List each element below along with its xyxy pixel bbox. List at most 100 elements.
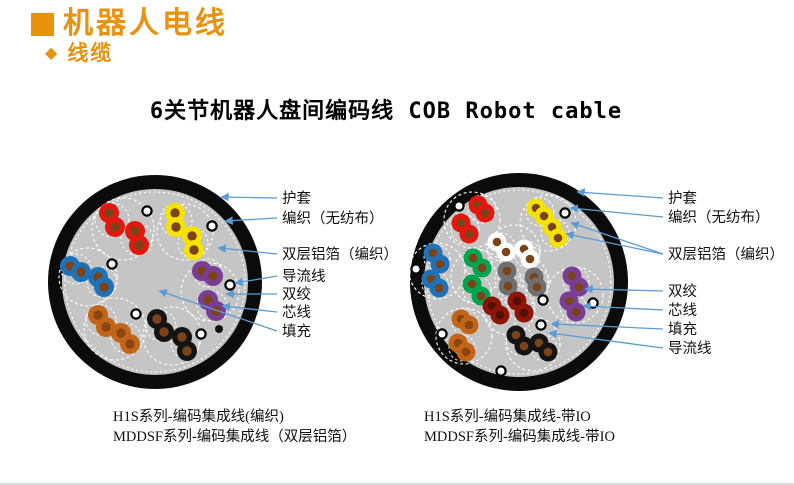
wire-core [134, 240, 144, 250]
right-cable-caption: H1S系列-编码集成线-带IO MDDSF系列-编码集成线-带IO [424, 407, 615, 447]
wire-core [512, 296, 522, 306]
wire-core [435, 259, 445, 269]
twisted-pair-circle [110, 322, 142, 354]
twisted-pair-circle [94, 202, 130, 238]
wire-core [76, 267, 86, 277]
wire-core [501, 247, 511, 257]
wire-core [477, 263, 487, 273]
wire-core [571, 307, 581, 317]
wire-core [511, 330, 521, 340]
label-arrow [576, 188, 664, 199]
drain-wire [453, 200, 465, 212]
twisted-pair-circle [86, 266, 118, 298]
drain-wire [537, 294, 549, 306]
label-arrow [565, 231, 664, 255]
wire-core [101, 322, 111, 332]
square-bullet-icon [31, 12, 54, 36]
wire-core [464, 320, 474, 330]
wire-core [99, 282, 109, 292]
twisted-pair-circle [159, 203, 193, 237]
label-arrow [550, 320, 664, 330]
part-label: 双层铝箔（编织） [668, 247, 784, 264]
wire-core [171, 222, 181, 232]
wire-core [547, 222, 557, 232]
part-label: 双绞 [668, 284, 697, 301]
wire-core [116, 328, 126, 338]
caption-line: MDDSF系列-编码集成线-带IO [424, 429, 615, 445]
label-arrow [584, 284, 664, 294]
wire-core [467, 279, 477, 289]
label-arrow [221, 302, 278, 313]
drain-wire [535, 319, 547, 331]
part-label: 编织（无纺布） [668, 210, 770, 227]
wire-core [492, 237, 502, 247]
wire-core [564, 296, 574, 306]
wire-core [93, 310, 103, 320]
wire-core [553, 233, 563, 243]
page-header: 机器人电线 [31, 9, 228, 39]
right-cable-diagram [408, 173, 628, 391]
wire-core [534, 338, 544, 348]
drain-wire [195, 328, 207, 340]
wire-core [468, 253, 478, 263]
wire-core [189, 245, 199, 255]
wire-core [152, 314, 162, 324]
wire-core [187, 231, 197, 241]
part-label: 填充 [282, 324, 311, 341]
wire-group-circle [435, 307, 493, 365]
diamond-bullet-icon: ◆ [45, 44, 58, 62]
part-label: 导流线 [282, 269, 326, 286]
wire-core [434, 283, 444, 293]
wire-group-circle [83, 297, 147, 361]
label-arrow [234, 275, 278, 287]
part-label: 导流线 [668, 341, 712, 358]
part-label: 护套 [668, 191, 697, 208]
wire-core [567, 271, 577, 281]
part-label: 芯线 [282, 305, 311, 322]
wire-core [519, 308, 529, 318]
label-arrow [217, 244, 278, 255]
wire-core [170, 208, 180, 218]
wire-group-circle [91, 197, 155, 261]
figure-title: 6关节机器人盘间编码线 COB Robot cable [149, 99, 623, 124]
part-label: 编织（无纺布） [282, 211, 384, 228]
label-arrow [224, 216, 278, 225]
wire-core [502, 266, 512, 276]
twisted-pair-circle [525, 197, 555, 227]
wire-core [208, 271, 218, 281]
page-title: 机器人电线 [63, 7, 228, 40]
drain-wire [559, 207, 571, 219]
wire-group-circle [156, 203, 214, 261]
twisted-pair-circle [120, 222, 154, 256]
wire-core [495, 310, 505, 320]
wire-core [476, 291, 486, 301]
wire-group-circle [443, 191, 501, 249]
wire-group-circle [58, 247, 118, 307]
label-arrow [569, 204, 664, 218]
wire-core [428, 248, 438, 258]
wire-core [110, 222, 120, 232]
drain-wire [495, 365, 507, 377]
wire-core [574, 282, 584, 292]
wire-core [203, 295, 213, 305]
wire-core [543, 347, 553, 357]
label-arrow [158, 289, 278, 332]
wire-core [456, 218, 466, 228]
label-arrow [220, 192, 278, 202]
left-cable-caption: H1S系列-编码集成线(编织) MDDSF系列-编码集成线（双层铝箔） [113, 407, 356, 447]
part-label: 双层铝箔（编织） [282, 247, 398, 264]
wire-core [525, 254, 535, 264]
wire-core [130, 226, 140, 236]
drain-wire [206, 220, 218, 232]
wire-core [104, 208, 114, 218]
section-header: ◆ 线缆 [45, 43, 113, 64]
wire-core [211, 306, 221, 316]
wire-core [125, 339, 135, 349]
drain-wire [141, 205, 153, 217]
label-arrow [570, 221, 664, 255]
wire-core [177, 332, 187, 342]
wire-group-circle [497, 254, 549, 306]
wire-core [159, 327, 169, 337]
drain-wire [130, 308, 142, 320]
